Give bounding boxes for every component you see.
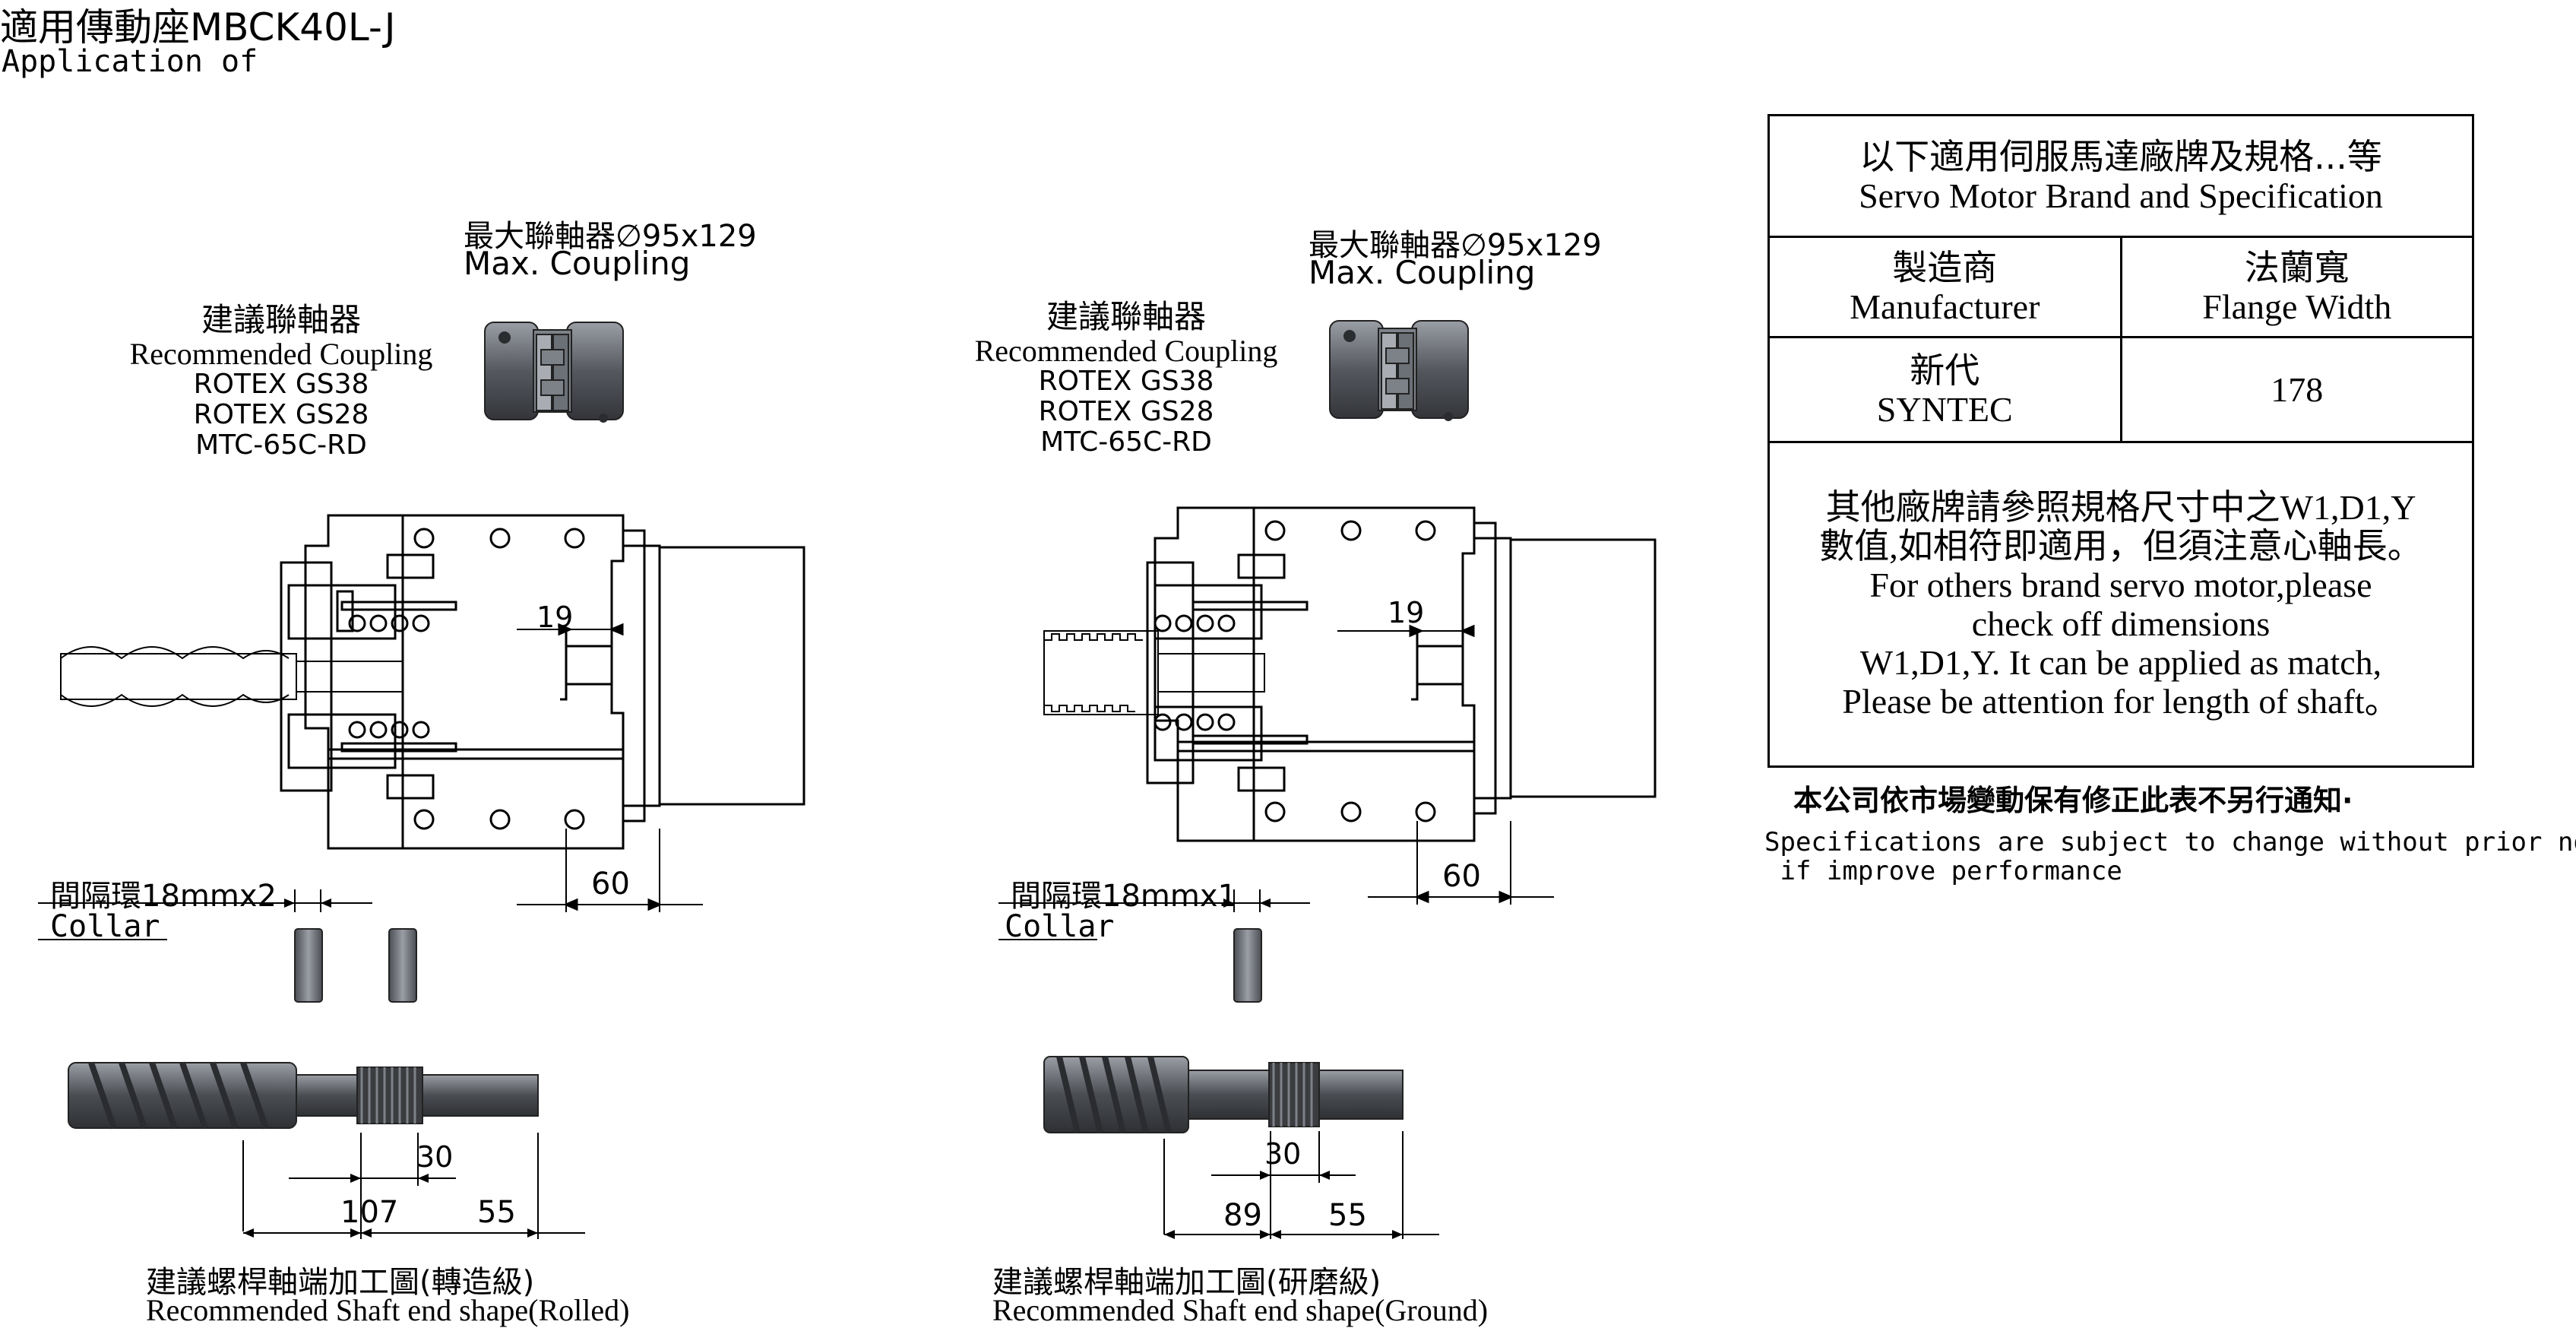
note-line-4: check off dimensions — [1971, 604, 2271, 643]
brand-en: SYNTEC — [1876, 389, 2013, 429]
right-max-coupling-en: Max. Coupling — [1309, 254, 1536, 291]
right-collar-en: Collar — [1005, 909, 1115, 944]
spec-table-brand-cell: 新代 SYNTEC — [1770, 338, 2120, 441]
right-rec-coupling-en: Recommended Coupling — [974, 334, 1278, 368]
spec-table-header-en: Servo Motor Brand and Specification — [1859, 176, 2383, 215]
left-dim-55: 55 — [477, 1195, 516, 1230]
left-dim-60: 60 — [591, 867, 630, 902]
col-flange-width-cn: 法蘭寬 — [2244, 246, 2350, 288]
right-shaft-caption-cn: 建議螺桿軸端加工圖(研磨級) — [992, 1265, 1381, 1300]
right-dim-19: 19 — [1388, 596, 1425, 629]
right-collar-cn: 間隔環18mmx1 — [1011, 879, 1237, 914]
spec-table-col-flange-width: 法蘭寬 Flange Width — [2119, 238, 2473, 336]
note-line-1: 其他廠牌請參照規格尺寸中之W1,D1,Y — [1825, 488, 2416, 527]
left-rec-item-1: ROTEX GS38 — [193, 369, 369, 400]
left-max-coupling-en: Max. Coupling — [464, 245, 691, 282]
page-subtitle: Application of — [2, 44, 258, 79]
spec-table-flange-width-cell: 178 — [2119, 338, 2473, 441]
right-rec-coupling-cn: 建議聯軸器 — [1046, 298, 1206, 335]
left-max-coupling-cn: 最大聯軸器∅95x129 — [464, 219, 757, 254]
right-max-coupling-cn: 最大聯軸器∅95x129 — [1309, 228, 1602, 263]
right-shaft-caption-en: Recommended Shaft end shape(Ground) — [992, 1293, 1489, 1327]
brand-cn: 新代 — [1910, 349, 1980, 391]
left-collar-cn: 間隔環18mmx2 — [50, 879, 277, 914]
right-rec-item-3: MTC-65C-RD — [1040, 426, 1212, 458]
right-recommended-coupling: 建議聯軸器 Recommended Coupling ROTEX GS38 RO… — [959, 298, 1293, 458]
left-shaft-caption-cn: 建議螺桿軸端加工圖(轉造級) — [146, 1265, 535, 1300]
left-dim-19: 19 — [536, 601, 574, 634]
right-collar-drawing — [998, 889, 1310, 1003]
left-collar-drawing — [38, 889, 417, 1003]
right-coupling-image — [1329, 320, 1469, 421]
note-line-2: 數值,如相符即適用，但須注意心軸長。 — [1819, 527, 2423, 566]
left-dim-107: 107 — [340, 1195, 399, 1230]
right-housing-drawing — [1043, 506, 1657, 905]
spec-table-header-cell: 以下適用伺服馬達廠牌及規格...等 Servo Motor Brand and … — [1770, 116, 2472, 236]
disclaimer-cn: 本公司依市場變動保有修正此表不另行通知· — [1793, 784, 2353, 817]
col-flange-width-en: Flange Width — [2202, 287, 2392, 326]
spec-table-col-manufacturer: 製造商 Manufacturer — [1770, 238, 2120, 336]
right-shaft-end-drawing — [1043, 1056, 1439, 1239]
spec-table: 以下適用伺服馬達廠牌及規格...等 Servo Motor Brand and … — [1767, 114, 2474, 768]
page-title: 適用傳動座MBCK40L-J — [0, 5, 396, 49]
right-dim-55: 55 — [1328, 1198, 1367, 1233]
left-collar-en: Collar — [50, 909, 160, 944]
right-rec-item-2: ROTEX GS28 — [1038, 396, 1214, 427]
spec-table-note-row: 其他廠牌請參照規格尺寸中之W1,D1,Y 數值,如相符即適用，但須注意心軸長。 … — [1770, 443, 2472, 765]
col-manufacturer-en: Manufacturer — [1850, 287, 2040, 326]
left-rec-item-3: MTC-65C-RD — [195, 429, 367, 461]
left-coupling-image — [484, 322, 624, 423]
left-rec-coupling-cn: 建議聯軸器 — [201, 301, 361, 338]
left-shaft-end-drawing — [68, 1061, 585, 1239]
spec-table-data-row: 新代 SYNTEC 178 — [1770, 338, 2472, 443]
note-line-6: Please be attention for length of shaft。 — [1842, 682, 2400, 721]
right-dim-89: 89 — [1223, 1198, 1262, 1233]
flange-width-value: 178 — [2271, 369, 2324, 409]
note-line-5: W1,D1,Y. It can be applied as match, — [1859, 643, 2382, 682]
left-shaft-caption-en: Recommended Shaft end shape(Rolled) — [146, 1293, 630, 1327]
right-rec-item-1: ROTEX GS38 — [1038, 366, 1214, 397]
left-housing-drawing — [60, 514, 805, 912]
right-dim-30: 30 — [1264, 1137, 1302, 1171]
col-manufacturer-cn: 製造商 — [1892, 246, 1998, 288]
disclaimer-en-line-2: if improve performance — [1764, 856, 2122, 886]
spec-table-header-row: 以下適用伺服馬達廠牌及規格...等 Servo Motor Brand and … — [1770, 116, 2472, 238]
left-rec-item-2: ROTEX GS28 — [193, 399, 369, 430]
left-dim-30: 30 — [416, 1140, 454, 1174]
right-dim-60: 60 — [1442, 859, 1481, 894]
spec-table-note-cell: 其他廠牌請參照規格尺寸中之W1,D1,Y 數值,如相符即適用，但須注意心軸長。 … — [1770, 443, 2472, 765]
note-line-3: For others brand servo motor,please — [1869, 566, 2372, 604]
spec-table-header-cn: 以下適用伺服馬達廠牌及規格...等 — [1859, 135, 2382, 177]
left-recommended-coupling: 建議聯軸器 Recommended Coupling ROTEX GS38 RO… — [114, 301, 448, 461]
spec-table-column-header-row: 製造商 Manufacturer 法蘭寬 Flange Width — [1770, 238, 2472, 338]
left-rec-coupling-en: Recommended Coupling — [129, 337, 433, 371]
disclaimer-en-line-1: Specifications are subject to change wit… — [1764, 827, 2576, 857]
